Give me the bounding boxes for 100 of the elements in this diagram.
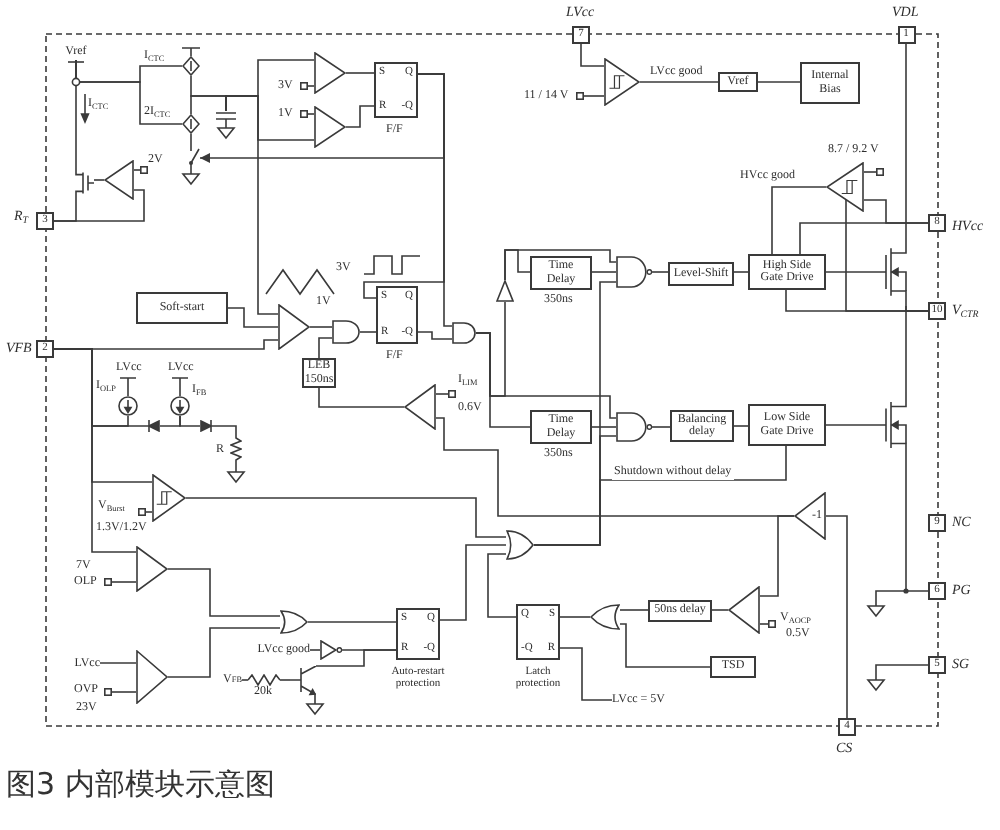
pin-box	[928, 214, 946, 232]
terminal-icon	[448, 390, 456, 398]
wire	[185, 497, 507, 538]
process-box	[748, 404, 826, 446]
comparator-symbol	[314, 106, 346, 148]
wire	[619, 623, 711, 668]
wire	[417, 331, 453, 340]
wire	[279, 679, 291, 681]
wire	[167, 627, 281, 678]
process-box	[668, 262, 734, 286]
wire	[591, 426, 617, 428]
or-gate-symbol	[506, 530, 534, 560]
wire	[905, 43, 907, 239]
wire	[307, 113, 315, 115]
wire	[225, 95, 279, 315]
wire	[559, 616, 591, 618]
wire	[504, 249, 617, 281]
switch-symbol	[186, 146, 200, 168]
comparator-symbol	[728, 586, 760, 634]
wire	[759, 623, 769, 625]
pin-box	[838, 718, 856, 736]
comparator-symbol	[136, 546, 168, 592]
process-box	[530, 410, 592, 444]
terminal-icon	[300, 82, 308, 90]
terminal-icon	[876, 168, 884, 176]
flip-flop-box	[516, 604, 560, 660]
comparator-symbol	[152, 474, 186, 522]
pin-box	[928, 656, 946, 674]
flip-flop-box	[396, 608, 440, 660]
wire	[211, 425, 237, 437]
comparator-symbol	[604, 58, 640, 106]
wire	[733, 425, 749, 427]
wire	[733, 271, 749, 273]
wire	[190, 133, 192, 147]
and-gate-symbol	[332, 320, 360, 344]
comparator-symbol	[278, 304, 310, 350]
pin-box	[928, 514, 946, 532]
wire	[863, 171, 877, 173]
terminal-icon	[138, 508, 146, 516]
buffer-symbol	[496, 280, 514, 302]
wire	[905, 305, 907, 393]
wire	[53, 348, 149, 427]
diode-symbol	[148, 420, 160, 432]
pin-box	[36, 340, 54, 358]
diode-symbol	[200, 420, 212, 432]
or-gate-symbol	[280, 610, 308, 634]
wire	[771, 186, 827, 255]
wire	[241, 679, 249, 681]
wire	[53, 189, 145, 222]
amplifier-symbol	[104, 160, 134, 200]
pin-box	[36, 212, 54, 230]
wire	[309, 649, 321, 651]
wire	[825, 271, 881, 273]
wire	[359, 331, 377, 333]
wire	[307, 621, 397, 623]
wire	[345, 105, 375, 128]
wire	[111, 581, 137, 583]
wire	[227, 307, 279, 328]
comparator-symbol	[136, 650, 168, 704]
wire	[309, 326, 333, 328]
comparator-symbol	[404, 384, 436, 430]
mosfet-symbol	[74, 168, 94, 198]
flip-flop-box	[374, 62, 418, 118]
wire	[318, 337, 333, 359]
flip-flop-box	[376, 286, 418, 344]
process-box	[648, 600, 712, 622]
wire	[167, 568, 281, 617]
comparator-symbol	[314, 52, 346, 94]
wire	[825, 515, 848, 719]
current-source-symbol	[182, 114, 200, 134]
wire	[439, 544, 507, 621]
wire	[559, 647, 613, 701]
wire	[75, 59, 183, 125]
current-source-symbol	[170, 396, 190, 416]
terminal-icon	[104, 578, 112, 586]
and-gate-symbol	[452, 322, 476, 344]
wire	[825, 424, 881, 426]
wire	[863, 199, 929, 224]
capacitor-symbol	[216, 111, 236, 119]
current-source-symbol	[182, 56, 200, 76]
wire	[190, 95, 227, 115]
terminal-icon	[576, 92, 584, 100]
wire	[533, 445, 787, 546]
or-gate-symbol	[590, 604, 620, 630]
wire	[318, 387, 405, 408]
pin-box	[572, 26, 590, 44]
wire	[133, 169, 141, 171]
wire	[111, 691, 137, 693]
terminal-icon	[140, 166, 148, 174]
wire	[179, 415, 201, 427]
terminal-icon	[768, 620, 776, 628]
nand-gate-symbol	[616, 412, 652, 442]
mosfet-symbol	[880, 238, 908, 306]
wire	[93, 179, 105, 181]
process-box	[710, 656, 756, 678]
comparator-symbol	[826, 162, 864, 212]
process-box	[718, 72, 758, 92]
amplifier-symbol	[794, 492, 826, 540]
wire	[580, 43, 605, 67]
wire	[759, 515, 795, 597]
